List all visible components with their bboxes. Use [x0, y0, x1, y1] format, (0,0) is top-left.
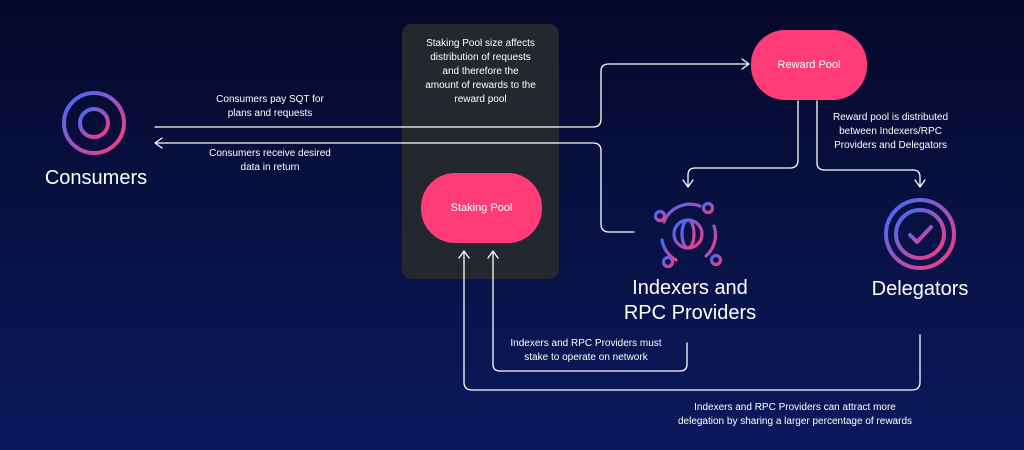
arrow-reward-to-indexers: [687, 100, 799, 187]
consumers-receive-line: data in return: [240, 162, 300, 173]
staking-pool-node: Staking Pool: [421, 173, 542, 243]
indexers-label: Indexers and RPC Providers: [610, 276, 770, 326]
staking-info-text: Staking Pool size affects distribution o…: [402, 37, 559, 107]
staking-info-line: Staking Pool size affects: [426, 38, 535, 49]
consumers-pay-line: plans and requests: [227, 108, 313, 119]
consumers-pay-text: Consumers pay SQT for plans and requests: [200, 93, 340, 121]
arrowhead: [487, 250, 499, 259]
staking-info-line: distribution of requests: [430, 52, 531, 63]
indexers-stake-text: Indexers and RPC Providers must stake to…: [492, 337, 680, 365]
indexers-stake-line: stake to operate on network: [524, 352, 648, 363]
arrow-delegators-to-staking: [463, 251, 921, 391]
delegation-text: Indexers and RPC Providers can attract m…: [640, 401, 950, 429]
arrowhead: [741, 58, 750, 70]
globe-icon: [62, 91, 126, 155]
reward-distribution-line: between Indexers/RPC: [839, 126, 942, 137]
indexers-label-line1: Indexers and: [632, 277, 748, 299]
arrowhead: [458, 250, 470, 259]
arrow-reward-to-delegators: [816, 100, 921, 187]
consumers-receive-line: Consumers receive desired: [209, 148, 331, 159]
consumers-pay-line: Consumers pay SQT for: [216, 94, 324, 105]
arrow-consumers-to-reward-pool: [154, 63, 749, 128]
arrowhead: [914, 179, 926, 188]
delegation-line: Indexers and RPC Providers can attract m…: [694, 402, 896, 413]
reward-distribution-line: Reward pool is distributed: [832, 112, 949, 123]
arrowhead: [682, 179, 694, 188]
indexers-stake-line: Indexers and RPC Providers must: [510, 338, 662, 349]
reward-pool-label: Reward Pool: [777, 59, 841, 71]
staking-info-line: reward pool: [454, 94, 507, 105]
reward-distribution-line: Providers and Delegators: [834, 140, 947, 151]
staking-pool-label: Staking Pool: [450, 202, 513, 214]
arrow-indexers-to-consumers: [155, 142, 635, 233]
reward-distribution-text: Reward pool is distributed between Index…: [818, 111, 963, 153]
network-globe-icon: [653, 201, 723, 269]
staking-info-line: and therefore the: [442, 66, 519, 77]
arrowhead: [154, 137, 163, 149]
arrow-indexers-stake: [492, 251, 688, 372]
staking-info-line: amount of rewards to the: [425, 80, 536, 91]
delegation-line: delegation by sharing a larger percentag…: [677, 416, 913, 427]
check-badge-icon: [884, 198, 956, 270]
indexers-label-line2: RPC Providers: [623, 302, 757, 324]
consumers-label: Consumers: [44, 167, 148, 189]
delegators-label: Delegators: [871, 278, 969, 300]
consumers-receive-text: Consumers receive desired data in return: [190, 147, 350, 175]
reward-pool-node: Reward Pool: [751, 30, 867, 100]
